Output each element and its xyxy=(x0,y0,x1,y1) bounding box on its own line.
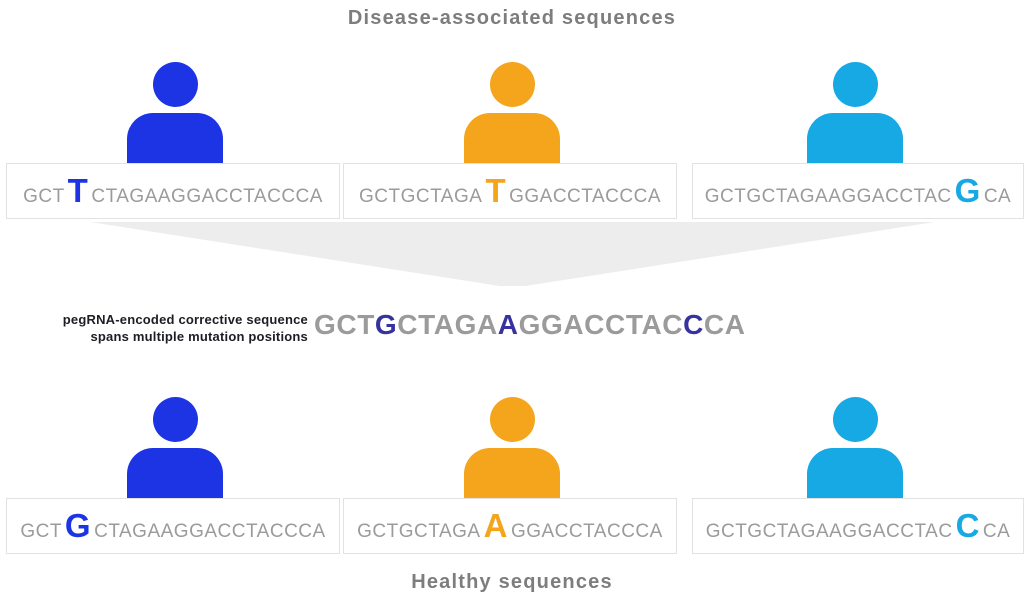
sequence-segment: GCT xyxy=(20,521,62,542)
sequence-segment: GGACCTACCCA xyxy=(509,186,661,207)
funnel-arrow xyxy=(90,222,935,286)
person-torso-icon xyxy=(807,113,903,163)
person-torso-icon xyxy=(464,113,560,163)
sequence-segment: GCTGCTAGAAGGACCTAC xyxy=(705,521,953,542)
orange-person-icon xyxy=(464,62,560,163)
person-head-icon xyxy=(832,62,878,107)
person-torso-icon xyxy=(127,448,223,498)
sequence-segment: GCTGCTAGA xyxy=(359,186,483,207)
sequence-segment: GCT xyxy=(23,186,65,207)
pegrna-caption-line2: spans multiple mutation positions xyxy=(90,329,308,344)
corrected-base: A xyxy=(497,309,519,340)
corrected-base: G xyxy=(374,309,398,340)
corrected-letter: A xyxy=(483,507,508,544)
person-torso-icon xyxy=(807,448,903,498)
blue-person-icon xyxy=(127,397,223,498)
cyan-person-icon xyxy=(807,62,903,163)
person-head-icon xyxy=(152,62,198,107)
mutation-letter: G xyxy=(954,172,981,209)
person-head-icon xyxy=(489,62,535,107)
sequence-segment: GCT xyxy=(314,309,375,340)
sequence-segment: CA xyxy=(983,186,1012,207)
healthy-sequences-title: Healthy sequences xyxy=(411,571,613,593)
sequence-segment: CTAGAAGGACCTACCCA xyxy=(94,521,326,542)
sequence-segment: CA xyxy=(703,309,746,340)
sequence-segment: GCTGCTAGA xyxy=(357,521,481,542)
cyan-person-icon xyxy=(807,397,903,498)
sequence-segment: CA xyxy=(982,521,1011,542)
sequence-segment: GCTGCTAGAAGGACCTAC xyxy=(704,186,952,207)
mutation-letter: T xyxy=(67,172,89,209)
pegrna-caption: pegRNA-encoded corrective sequence spans… xyxy=(0,311,308,345)
mutation-letter: T xyxy=(485,172,507,209)
blue-person-icon xyxy=(127,62,223,163)
corrected-letter: C xyxy=(955,507,980,544)
sequence-segment: GGACCTACCCA xyxy=(510,521,663,542)
sequence-segment: CTAGAAGGACCTACCCA xyxy=(91,186,323,207)
sequence-segment: GGACCTAC xyxy=(518,309,684,340)
orange-person-icon xyxy=(464,397,560,498)
person-torso-icon xyxy=(464,448,560,498)
person-head-icon xyxy=(489,397,535,442)
sequence-segment: CTAGA xyxy=(397,309,498,340)
corrected-base: C xyxy=(683,309,704,340)
person-head-icon xyxy=(152,397,198,442)
disease-sequences-title: Disease-associated sequences xyxy=(347,7,677,29)
person-head-icon xyxy=(832,397,878,442)
person-torso-icon xyxy=(127,113,223,163)
pegrna-caption-line1: pegRNA-encoded corrective sequence xyxy=(62,312,308,327)
corrective-sequence: GCTGCTAGAAGGACCTACCCA xyxy=(314,309,746,341)
corrected-letter: G xyxy=(64,507,92,544)
